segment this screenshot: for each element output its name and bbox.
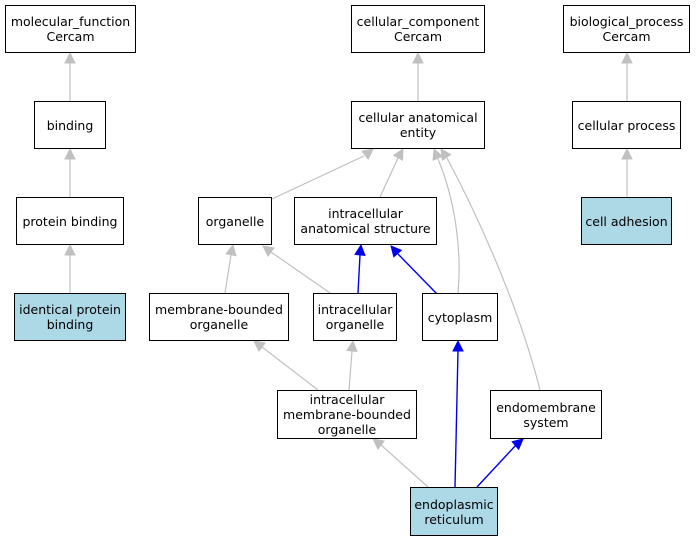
node-label-line-1: cytoplasm [427,309,493,325]
edge-er-to-imbo-arrowhead [372,438,385,450]
node-label-line-1: cellular_component [356,14,480,29]
edge-er-to-cyto [454,350,459,488]
node-binding[interactable]: binding [34,101,106,149]
node-label-line-2: Cercam [394,29,442,44]
node-label-line-3: organelle [317,422,377,437]
edge-es-to-cae [446,157,541,391]
edge-cyto-to-ias-arrowhead [390,245,403,258]
node-label-line-1: molecular_function [10,14,131,29]
node-label-line-2: membrane-bounded [283,407,411,422]
node-label-line-1: endomembrane [496,399,596,415]
edge-cae-to-cc-arrowhead [412,51,424,64]
node-label-line-1: cellular anatomical [358,110,478,125]
edge-org-to-cae [271,155,365,200]
edge-cp-to-bp-arrowhead [621,51,633,64]
node-cellular-process[interactable]: cellular process [572,101,681,149]
node-label-line-1: intracellular [309,392,385,407]
node-biological-process[interactable]: biological_process Cercam [563,5,690,53]
node-label-line-2: Cercam [46,29,95,44]
edge-org-to-cae-arrowhead [361,148,374,161]
node-cell-adhesion[interactable]: cell adhesion [581,197,672,245]
node-label-line-1: endoplasmic [414,496,494,512]
node-label-line-1: intracellular [328,206,403,221]
edge-er-to-es-arrowhead [511,438,524,451]
node-label-line-1: cell adhesion [585,213,668,229]
node-label-line-1: cellular process [577,117,676,133]
node-organelle[interactable]: organelle [198,197,272,245]
edge-imbo-to-mbo [261,346,319,391]
node-endomembrane-system[interactable]: endomembrane system [490,390,602,439]
node-label-line-2: anatomical structure [300,221,431,236]
node-label-line-2: reticulum [424,511,484,527]
node-label-line-1: identical protein [19,302,121,317]
node-label-line-2: binding [46,317,94,332]
edge-imbo-to-mbo-arrowhead [253,340,266,352]
edge-io-to-org [270,251,331,294]
node-label-line-2: organelle [325,317,385,332]
edge-imbo-to-io-arrowhead [346,339,358,353]
edge-mbo-to-org-arrowhead [225,243,237,257]
edge-ipb-to-pb-arrowhead [64,243,76,256]
node-label-line-1: biological_process [569,14,684,29]
edge-io-to-ias-arrowhead [354,243,366,257]
edge-ias-to-cae-arrowhead [392,148,404,161]
edge-ca-to-cp-arrowhead [621,147,633,160]
node-intracellular-organelle[interactable]: intracellular organelle [313,293,397,341]
node-label-line-2: system [523,414,569,430]
edge-cyto-to-cae-arrowhead [432,147,444,161]
edge-bind-to-mf-arrowhead [64,51,76,64]
node-label-line-1: intracellular [317,302,393,317]
edge-cyto-to-ias [397,253,438,295]
node-cellular-component[interactable]: cellular_component Cercam [351,5,485,53]
edge-ias-to-cae [379,157,399,198]
edge-io-to-org-arrowhead [262,245,275,257]
node-molecular-function[interactable]: molecular_function Cercam [5,5,136,53]
node-label-line-1: membrane-bounded [155,302,283,317]
edge-imbo-to-io [348,350,353,391]
edge-es-to-cae-arrowhead [440,148,452,161]
edge-cyto-to-cae [437,158,460,294]
node-label-line-1: binding [46,117,94,133]
node-membrane-bounded-organelle[interactable]: membrane-bounded organelle [149,293,289,341]
edge-er-to-imbo [380,444,429,488]
edge-mbo-to-org [224,254,232,294]
node-intracellular-membrane-bounded-organelle[interactable]: intracellular membrane-bounded organelle [277,390,417,439]
node-label-line-2: organelle [189,317,249,332]
node-label-line-1: organelle [205,213,265,229]
node-protein-binding[interactable]: protein binding [16,197,124,245]
node-endoplasmic-reticulum[interactable]: endoplasmic reticulum [410,487,498,536]
node-cytoplasm[interactable]: cytoplasm [422,293,498,341]
node-label-line-1: protein binding [22,213,118,229]
node-label-line-2: entity [399,125,437,140]
edge-er-to-cyto-arrowhead [452,339,464,352]
node-identical-protein-binding[interactable]: identical protein binding [14,293,126,341]
edge-io-to-ias [357,254,361,294]
node-cellular-anatomical-entity[interactable]: cellular anatomical entity [351,101,485,149]
edge-pb-to-bind-arrowhead [64,147,76,160]
edge-er-to-es [476,444,517,488]
node-label-line-2: Cercam [602,29,651,44]
node-intracellular-anatomical-structure[interactable]: intracellular anatomical structure [294,197,437,245]
